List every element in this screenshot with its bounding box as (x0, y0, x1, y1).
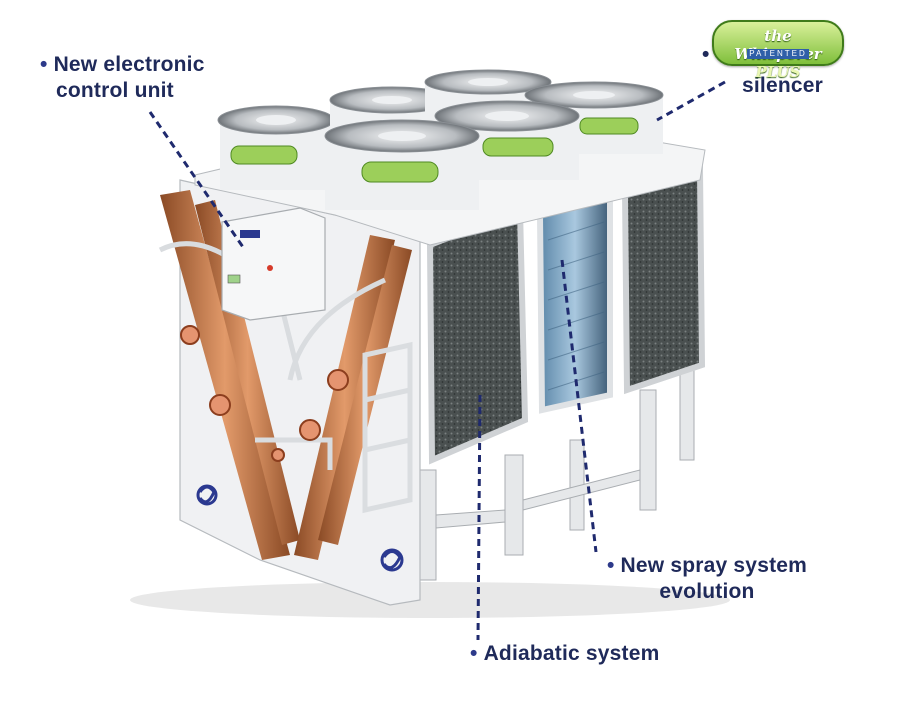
callout-adiabatic: •Adiabatic system (470, 641, 660, 667)
leader-adiabatic (476, 394, 482, 641)
fan-grille-icon (324, 119, 480, 210)
badge-plus-text: PLUS (755, 63, 801, 81)
whisperer-plus-badge: the Whisperer PLUS PATENTED (712, 20, 844, 81)
leader-spray (560, 259, 598, 553)
electronic-control-unit (221, 207, 326, 321)
adiabatic-pad-left (426, 205, 529, 465)
callout-spray: •New spray system evolution (592, 553, 822, 605)
badge-patented: PATENTED (747, 49, 809, 59)
callout-silencer: silencer (742, 73, 823, 99)
bullet-dot-icon: • (702, 43, 710, 66)
leader-control-unit (148, 111, 247, 251)
callout-adiabatic-label: Adiabatic system (483, 642, 660, 665)
leader-silencer (656, 80, 726, 122)
callout-control-unit-line1: New electronic (53, 53, 205, 76)
leader-lines (148, 80, 726, 641)
swirl-logo-icon (380, 548, 404, 572)
callout-control-unit: •New electronic control unit (40, 52, 205, 104)
swirl-logo-icon (196, 484, 218, 506)
callout-control-unit-line2: control unit (56, 79, 174, 102)
callout-spray-line1: New spray system (620, 554, 808, 577)
bullet-dot-icon: • (606, 554, 615, 577)
callout-silencer-label: silencer (742, 74, 823, 97)
service-ladder (362, 341, 413, 514)
floor-shadow (130, 582, 730, 618)
pipe-flanges (180, 325, 349, 462)
callout-spray-line2: evolution (659, 580, 755, 603)
fan-badges (230, 117, 639, 183)
bullet-dot-icon: • (470, 642, 478, 665)
bullet-dot-icon: • (40, 53, 48, 76)
support-frame (419, 369, 695, 581)
adiabatic-pad-right (621, 166, 706, 395)
